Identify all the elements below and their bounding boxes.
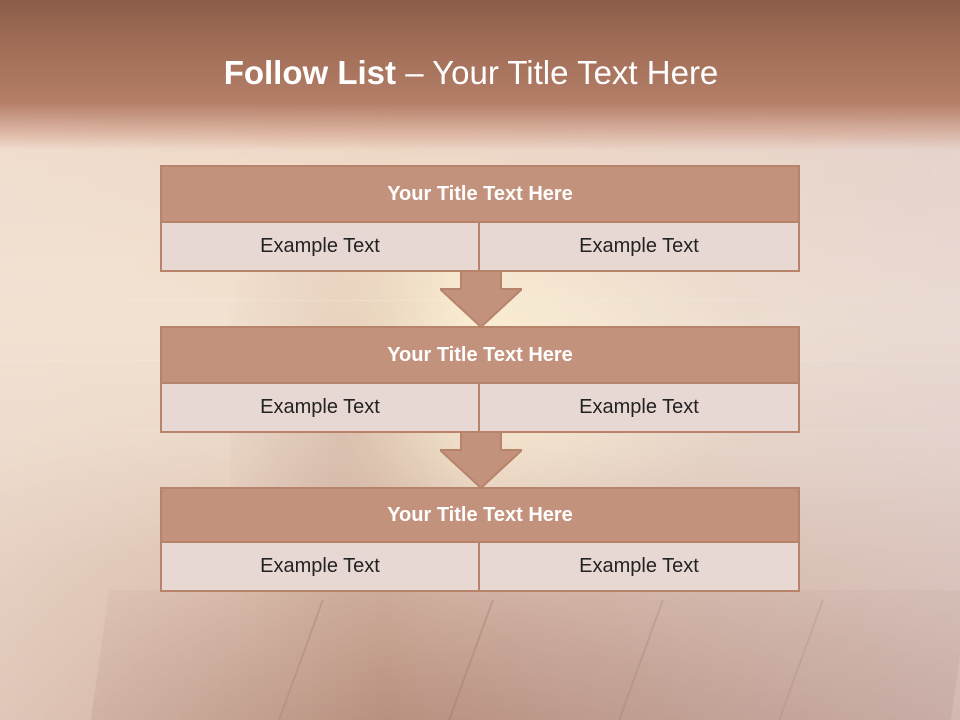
down-arrow-icon [440,432,522,488]
block-cell-left: Example Text [160,384,480,433]
down-arrow-icon [440,271,522,327]
block-row: Example Text Example Text [160,223,800,272]
list-block-2: Your Title Text Here Example Text Exampl… [160,326,800,433]
title-rest-text: – Your Title Text Here [396,54,719,91]
block-row: Example Text Example Text [160,543,800,592]
block-cell-right: Example Text [480,223,800,272]
title-bold-text: Follow List [223,54,397,91]
block-row: Example Text Example Text [160,384,800,433]
block-title: Your Title Text Here [160,487,800,543]
block-cell-right: Example Text [480,384,800,433]
list-block-3: Your Title Text Here Example Text Exampl… [160,487,800,592]
list-block-1: Your Title Text Here Example Text Exampl… [160,165,800,272]
slide-title: Follow List – Your Title Text Here [0,54,942,92]
block-cell-right: Example Text [480,543,800,592]
title-banner [0,0,960,150]
block-cell-left: Example Text [160,543,480,592]
block-title: Your Title Text Here [160,165,800,223]
block-cell-left: Example Text [160,223,480,272]
block-title: Your Title Text Here [160,326,800,384]
